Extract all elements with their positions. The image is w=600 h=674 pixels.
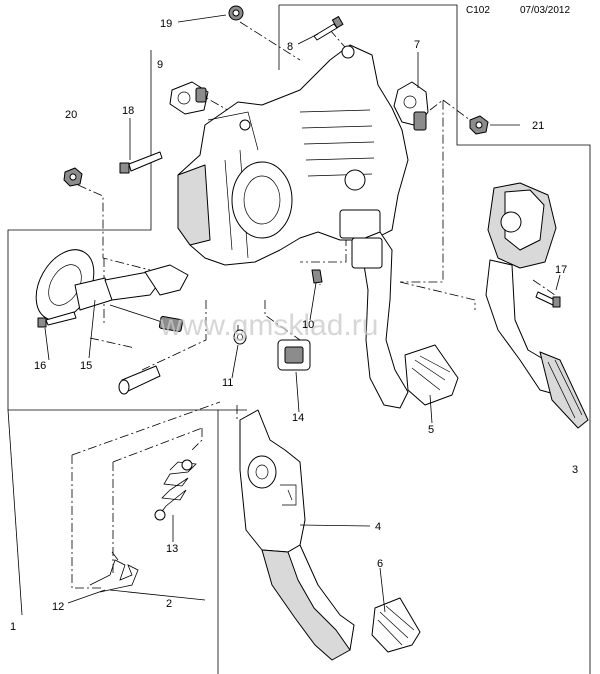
callout-leaders <box>44 14 561 613</box>
callout-17: 17 <box>555 264 567 276</box>
callout-14: 14 <box>292 412 304 424</box>
callout-11: 11 <box>222 377 233 389</box>
callout-12: 12 <box>52 601 64 613</box>
callout-4: 4 <box>375 521 381 533</box>
pedal-bracket-housing <box>177 44 409 266</box>
spring-13 <box>154 459 197 521</box>
clutch-pedal <box>239 409 421 661</box>
pivot-pin <box>118 365 161 395</box>
watermark: www.gmsklad.ru <box>159 309 378 342</box>
brake-pedal <box>351 231 459 409</box>
callout-15: 15 <box>80 360 92 372</box>
callout-8: 8 <box>287 41 293 53</box>
bolt-16 <box>37 311 77 328</box>
diagram-code: C102 <box>466 5 490 16</box>
callout-7: 7 <box>414 39 420 51</box>
callout-1: 1 <box>10 621 16 633</box>
nut-21 <box>469 115 489 135</box>
callout-20: 20 <box>65 109 77 121</box>
spring-12 <box>89 551 139 593</box>
callout-5: 5 <box>428 424 434 436</box>
callout-16: 16 <box>34 360 46 372</box>
diagram-date: 07/03/2012 <box>520 5 570 16</box>
callout-10: 10 <box>302 319 314 331</box>
bracket-frame <box>7 4 591 674</box>
callout-13: 13 <box>166 543 178 555</box>
bolt-18 <box>119 151 163 174</box>
callout-9: 9 <box>157 59 163 71</box>
bushing-11 <box>233 329 247 345</box>
callout-6: 6 <box>377 558 383 570</box>
accelerator-pedal <box>485 182 589 429</box>
nut-20 <box>63 167 83 187</box>
callout-2: 2 <box>166 598 172 610</box>
switch-9 <box>169 81 209 115</box>
clip-19 <box>228 5 244 21</box>
callout-3: 3 <box>572 464 578 476</box>
bolt-17 <box>535 291 561 308</box>
clutch-master-cylinder <box>35 249 189 333</box>
fastener-10 <box>311 269 323 284</box>
callout-21: 21 <box>532 120 544 132</box>
sensor-7 <box>393 81 429 131</box>
screw-8 <box>313 16 344 41</box>
callout-19: 19 <box>160 18 172 30</box>
callout-labels: 1 2 3 4 5 6 7 8 9 10 11 12 13 14 15 16 1… <box>10 18 578 633</box>
callout-18: 18 <box>122 105 134 117</box>
switch-14 <box>277 339 311 371</box>
